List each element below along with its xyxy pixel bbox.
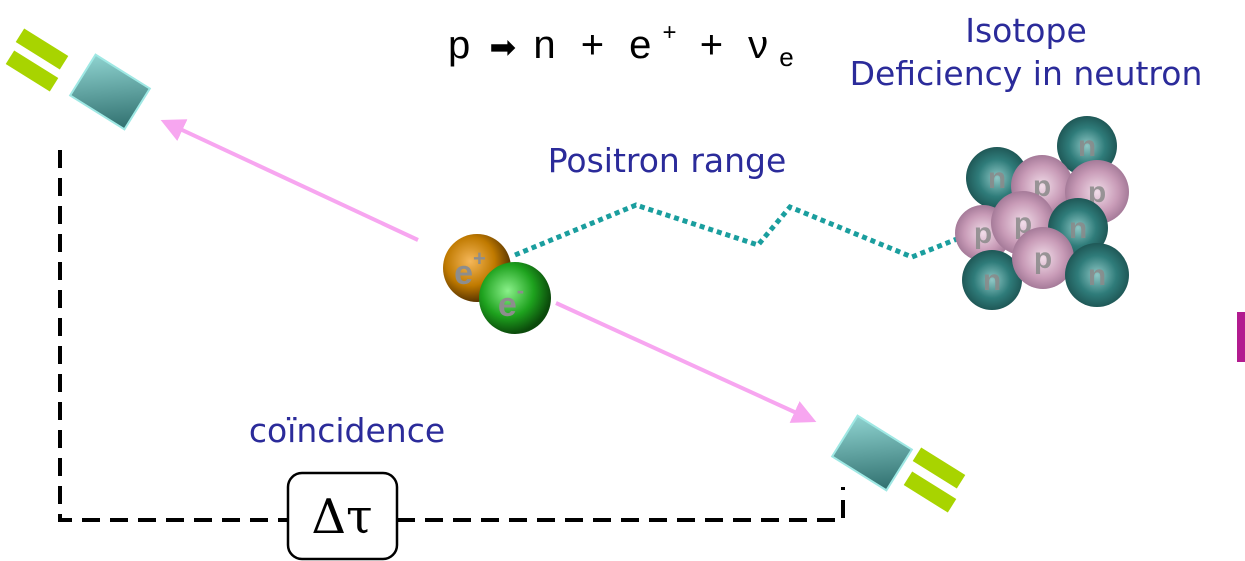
positron-range-label: Positron range [548,141,787,180]
delta-tau-frame [286,471,399,561]
electron-sup: - [517,278,524,303]
isotope-title: Isotope [965,11,1087,50]
decay-equation: p ➡ n + e + + ν e [448,5,794,72]
edge-mark [1237,312,1245,362]
detector-pmt [15,28,69,70]
positron-base: e [454,254,473,292]
proton-sphere [1012,227,1074,289]
electron-particle: e- [479,262,551,334]
detector-bottom-right [830,414,966,513]
neutron-sphere [962,250,1022,310]
positron-range-path [514,202,963,260]
detector-pmt [912,447,966,489]
isotope-subtitle: Deficiency in neutron [850,54,1203,93]
eq-positron-sup: + [663,19,677,46]
positron-label: e+ [454,246,486,292]
eq-neutrino-sub: e [779,42,793,72]
eq-positron: e [629,23,651,67]
gamma-ray-left [160,119,419,242]
electron-label: e- [498,278,524,324]
detector-pmt [5,50,59,92]
coincidence-line-right [397,487,845,522]
coincidence-label: coïncidence [249,411,445,450]
delta-tau-box: Δτ [286,471,399,561]
positron-sup: + [473,246,486,271]
eq-plus-1: + [581,23,604,67]
decay-equation-text: p ➡ n + e + + ν e [448,5,794,72]
eq-neutron: n [533,23,555,67]
proton-label: p [974,217,992,250]
neutron-label: n [1078,130,1096,163]
neutron-sphere [1065,243,1129,307]
detector-crystal [830,414,914,492]
electron-sphere [479,262,551,334]
neutron-label: n [983,264,1001,297]
neutron-label: n [1069,212,1087,245]
eq-neutrino: ν [748,23,768,67]
gamma-ray-right [555,301,817,423]
eq-proton: p [448,23,470,67]
eq-plus-2: + [700,23,723,67]
detector-pmt [903,471,957,513]
detector-top-left [5,28,152,131]
neutron-label: n [988,162,1006,195]
proton-label: p [1088,176,1106,209]
electron-base: e [498,286,517,324]
coincidence-line-left [58,150,288,522]
neutron-label: n [1088,259,1106,292]
eq-arrow: ➡ [489,29,516,65]
delta-tau-label: Δτ [311,489,372,545]
proton-label: p [1034,242,1052,275]
detector-crystal [68,53,152,131]
